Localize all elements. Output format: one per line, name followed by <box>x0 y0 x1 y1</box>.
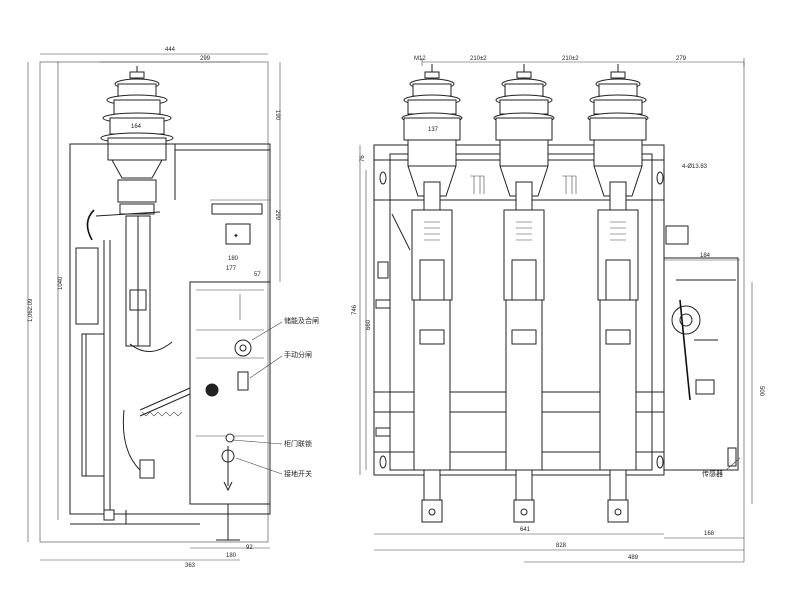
dim-746: 746 <box>352 304 358 315</box>
dim-299-top: 299 <box>200 56 211 62</box>
operating-mechanism <box>663 225 739 471</box>
dim-137: 137 <box>428 127 439 133</box>
dim-500: 500 <box>758 386 764 397</box>
callout-earthing-switch: 接地开关 <box>284 469 312 478</box>
left-insulator <box>100 66 174 215</box>
pole-1 <box>401 64 463 523</box>
dim-pitch-b: 210±2 <box>562 56 579 62</box>
control-panel <box>189 281 271 541</box>
dim-m12: M12 <box>414 56 426 62</box>
dim-1062: 1,062.09 <box>28 298 34 322</box>
dim-180-top: 180 <box>228 256 239 262</box>
callout-sensor: 传感器 <box>702 469 723 478</box>
callout-manual-open: 手动分闸 <box>284 350 312 359</box>
pole-2 <box>493 64 555 523</box>
dim-1040: 1040 <box>58 276 64 290</box>
dim-164: 164 <box>131 124 142 130</box>
dim-190: 190 <box>274 110 280 121</box>
dim-168: 168 <box>704 531 715 537</box>
svg-text:✦: ✦ <box>233 232 239 240</box>
dim-299-side: 299 <box>274 210 280 221</box>
dim-92: 92 <box>246 545 253 551</box>
callout-door-interlock: 柜门联锁 <box>284 439 312 448</box>
dim-76: 76 <box>360 155 366 162</box>
dim-184: 184 <box>700 253 711 259</box>
left-side-view: ✦ <box>27 53 283 561</box>
dim-828: 828 <box>556 543 567 549</box>
dim-279: 279 <box>676 56 687 62</box>
dim-363: 363 <box>185 563 196 569</box>
dim-pitch-a: 210±2 <box>470 56 487 62</box>
dim-57: 57 <box>254 272 261 278</box>
dim-489: 489 <box>628 555 639 561</box>
dim-641: 641 <box>520 527 531 533</box>
dim-444: 444 <box>165 47 176 53</box>
dim-180-bottom: 180 <box>226 553 237 559</box>
dim-177: 177 <box>226 266 237 272</box>
right-front-view <box>359 58 753 563</box>
callout-store-close: 储能及合闸 <box>284 316 319 325</box>
pole-3 <box>587 64 649 523</box>
dim-holes: 4-Ø13.83 <box>682 164 708 170</box>
dim-660: 660 <box>366 319 372 330</box>
